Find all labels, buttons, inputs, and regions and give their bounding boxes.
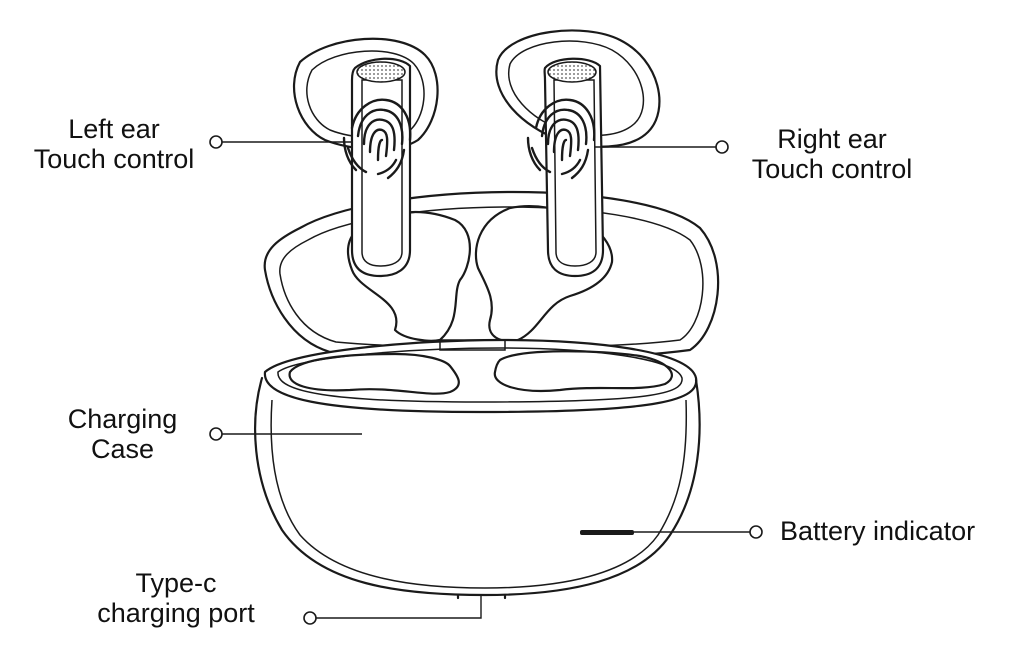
- label-battery-indicator-text: Battery indicator: [780, 516, 976, 546]
- label-charging-case: Charging Case: [50, 404, 195, 464]
- label-charging-case-line1: Charging: [67, 404, 178, 434]
- label-charging-case-line2: Case: [90, 434, 155, 464]
- label-right-ear-line1: Right ear: [777, 124, 887, 154]
- label-right-ear-touch-control: Right ear Touch control: [732, 124, 932, 184]
- right-earbud: [495, 29, 661, 278]
- battery-indicator-light: [580, 530, 634, 535]
- label-left-ear-line2: Touch control: [33, 144, 195, 174]
- callout-dot-charging-case: [209, 427, 223, 441]
- case-lid: [263, 190, 720, 361]
- label-left-ear-touch-control: Left ear Touch control: [16, 114, 212, 174]
- leader-type-c: [316, 596, 482, 619]
- callout-dot-battery: [749, 525, 763, 539]
- left-fingerprint-icon: [342, 98, 412, 180]
- label-battery-indicator: Battery indicator: [780, 516, 1020, 546]
- left-earbud: [292, 37, 439, 278]
- callout-dot-right-ear: [715, 140, 729, 154]
- label-type-c-line2: charging port: [97, 598, 255, 628]
- label-type-c-charging-port: Type-c charging port: [76, 568, 276, 628]
- callout-dot-type-c: [303, 611, 317, 625]
- leader-lines: [209, 135, 763, 625]
- label-type-c-line1: Type-c: [135, 568, 217, 598]
- right-fingerprint-icon: [526, 98, 596, 180]
- case-base: [254, 338, 701, 600]
- callout-dot-left-ear: [209, 135, 223, 149]
- label-right-ear-line2: Touch control: [751, 154, 913, 184]
- label-left-ear-line1: Left ear: [68, 114, 160, 144]
